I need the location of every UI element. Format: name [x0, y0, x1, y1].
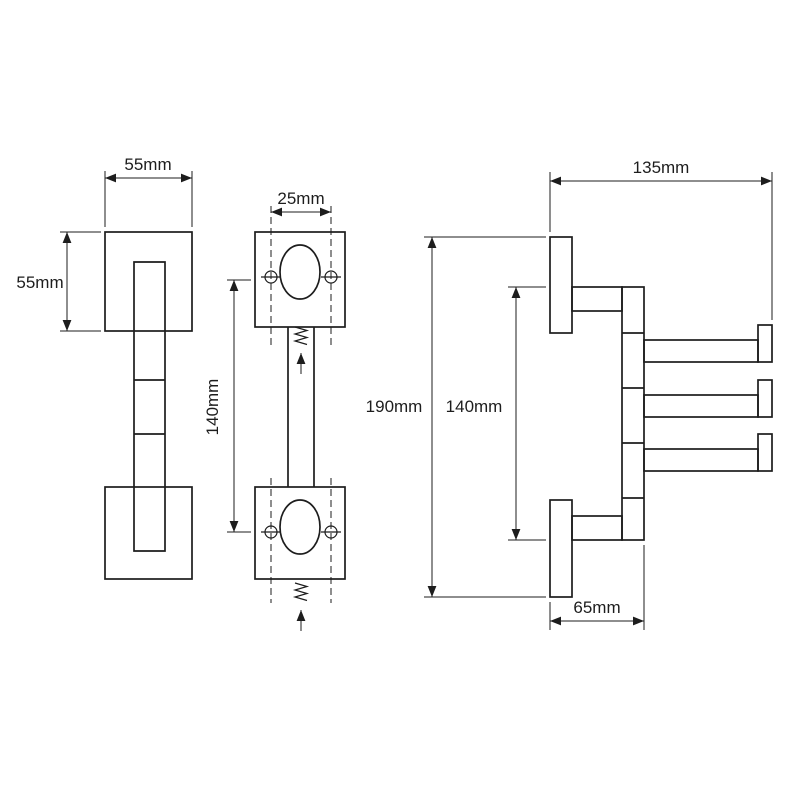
- front-dim-width: 55mm: [104, 155, 193, 227]
- dim-label-front-height: 55mm: [16, 273, 63, 292]
- side-view: 190mm 140mm 135mm 65mm: [366, 158, 773, 630]
- front-bottom-plate: [104, 486, 193, 580]
- side-dim-rail-offset: 65mm: [549, 545, 645, 630]
- front-view: 55mm 55mm: [16, 155, 193, 580]
- dim-label-hole-spacing: 25mm: [277, 189, 324, 208]
- plate-bottom: [254, 486, 346, 580]
- plate-bottom-oval-cutout: [279, 499, 321, 555]
- hook-1: [643, 324, 773, 363]
- front-dim-height: 55mm: [16, 231, 101, 332]
- dim-label-reach: 135mm: [633, 158, 690, 177]
- side-dim-overall-height: 190mm: [366, 236, 546, 598]
- side-dim-mount-spacing: 140mm: [446, 286, 546, 541]
- dim-label-front-width: 55mm: [124, 155, 171, 174]
- bottom-screw-spring-icon: [292, 582, 310, 602]
- side-dim-reach: 135mm: [549, 158, 773, 320]
- hook-3: [643, 433, 773, 472]
- mounting-plate-view: 25mm 140mm: [203, 189, 346, 631]
- plate-top-oval-cutout: [279, 244, 321, 300]
- plate-top: [254, 231, 346, 328]
- plate-dim-plate-spacing: 140mm: [203, 279, 251, 533]
- front-rail-segment-lines: [134, 379, 165, 435]
- dim-label-mount-spacing: 140mm: [446, 397, 503, 416]
- plate-top-centerlines: [270, 206, 332, 348]
- side-wall-plate-bottom: [549, 499, 573, 598]
- side-arm-top: [571, 286, 623, 312]
- side-rail: [621, 286, 645, 541]
- hook-2: [643, 379, 773, 418]
- plate-top-screw-holes: [261, 270, 341, 284]
- plate-stem: [287, 327, 315, 487]
- front-top-plate: [104, 231, 193, 332]
- front-rail-bar: [133, 261, 166, 552]
- top-screw-spring-icon: [292, 326, 310, 346]
- side-rail-segment-lines: [622, 332, 644, 499]
- dim-label-rail-offset: 65mm: [573, 598, 620, 617]
- side-wall-plate-top: [549, 236, 573, 334]
- side-arm-bottom: [571, 515, 623, 541]
- dim-label-overall-height: 190mm: [366, 397, 423, 416]
- plate-dim-hole-spacing: 25mm: [271, 189, 331, 217]
- plate-bottom-screw-holes: [261, 525, 341, 539]
- dim-label-plate-spacing: 140mm: [203, 379, 222, 436]
- plate-bottom-centerlines: [270, 478, 332, 603]
